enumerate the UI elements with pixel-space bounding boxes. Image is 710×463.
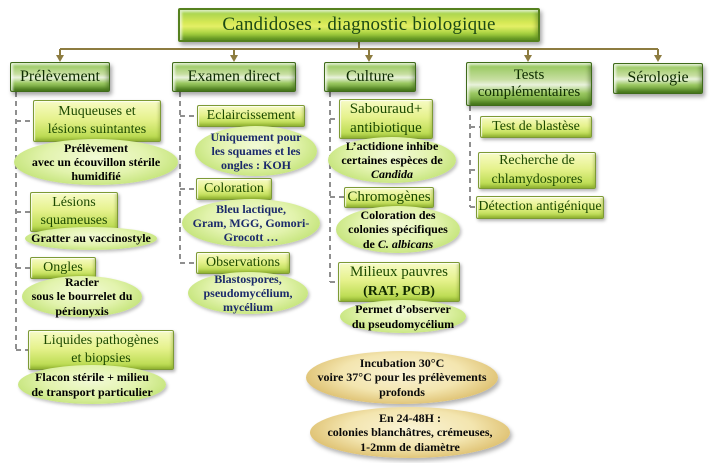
node-detection-antigenique: Détection antigénique: [476, 196, 604, 219]
note-flacon-sterile: Flacon stérile + milieu de transport par…: [18, 365, 166, 404]
node-milieux-pauvres-sub: (RAT, PCB): [363, 283, 435, 299]
note-albicans-text: Coloration des colonies spécifiques de: [348, 208, 448, 251]
note-actidione-italic: Candida: [370, 167, 413, 182]
node-muqueuses-lesions: Muqueuses et lésions suintantes: [33, 100, 161, 142]
note-vaccinostyle: Gratter au vaccinostyle: [25, 227, 157, 250]
node-coloration: Coloration: [196, 178, 272, 200]
note-ecouvillon: Prélèvement avec un écouvillon stérile h…: [14, 139, 178, 185]
note-pseudomycelium: Permet d’observer du pseudomycélium: [340, 300, 466, 333]
page-title: Candidoses : diagnostic biologique: [178, 8, 540, 42]
branch-culture: Culture: [324, 62, 416, 92]
note-albicans-italic: C. albicans: [377, 236, 434, 251]
tree-connector: [59, 42, 659, 56]
node-milieux-pauvres-label: Milieux pauvres: [350, 264, 448, 281]
node-test-blastese: Test de blastèse: [480, 116, 592, 138]
branch-prelevement: Prélèvement: [10, 62, 110, 92]
node-milieux-pauvres: Milieux pauvres (RAT, PCB): [338, 262, 460, 302]
node-sabouraud: Sabouraud+ antibiotique: [339, 99, 433, 139]
arrowheads: [56, 55, 662, 62]
note-albicans: Coloration des colonies spécifiques de C…: [336, 206, 460, 253]
node-observations: Observations: [196, 252, 290, 274]
note-incubation: Incubation 30°C voire 37°C pour les prél…: [306, 351, 498, 404]
node-liquides-biopsies: Liquides pathogènes et biopsies: [28, 330, 174, 370]
note-colorants: Bleu lactique, Gram, MGG, Gomori- Grocot…: [182, 199, 320, 247]
note-blastospores: Blastospores, pseudomycélium, mycélium: [188, 272, 308, 314]
note-koh: Uniquement pour les squames et les ongle…: [195, 126, 317, 176]
branch-serologie: Sérologie: [613, 63, 703, 94]
node-chlamydospores: Recherche de chlamydospores: [478, 152, 596, 189]
branch-tests-complementaires: Tests complémentaires: [466, 62, 592, 106]
node-chromogenes: Chromogènes: [344, 187, 434, 208]
note-actidione-text: L’actidione inhibe certaines espèces de: [341, 138, 443, 167]
node-eclaircissement: Eclaircissement: [197, 105, 305, 127]
note-actidione: L’actidione inhibe certaines espèces de …: [328, 137, 456, 183]
note-colonies: En 24-48H : colonies blanchâtres, crémeu…: [310, 407, 510, 458]
node-lesions-squameuses: Lésions squameuses: [30, 192, 118, 232]
note-perionyxis: Racler sous le bourrelet du périonyxis: [22, 275, 142, 318]
branch-examen-direct: Examen direct: [172, 62, 296, 92]
